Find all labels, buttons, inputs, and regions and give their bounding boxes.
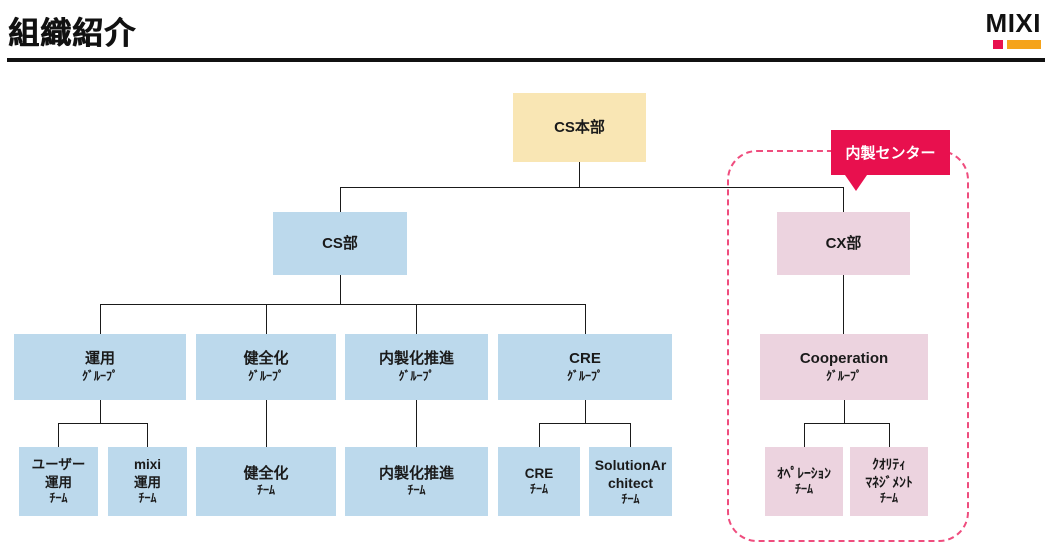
node-title: SolutionArchitect	[594, 456, 667, 491]
node-title-line2: ﾏﾈｼﾞﾒﾝﾄ	[865, 474, 913, 490]
connector	[340, 187, 341, 212]
connector	[147, 423, 148, 447]
brand-square-icon	[993, 40, 1003, 49]
node-subtitle: ﾁｰﾑ	[879, 491, 898, 506]
connector	[585, 304, 586, 334]
node-subtitle: ｸﾞﾙｰﾌﾟ	[247, 368, 284, 383]
node-title: ｵﾍﾟﾚｰｼｮﾝ	[777, 465, 831, 481]
node-subtitle: ﾁｰﾑ	[49, 491, 68, 506]
connector	[804, 423, 890, 424]
connector	[266, 400, 267, 447]
node-subtitle: ｸﾞﾙｰﾌﾟ	[398, 368, 435, 383]
connector	[843, 187, 844, 212]
header-rule	[7, 58, 1045, 62]
node-title-line2: 運用	[45, 474, 72, 490]
org-node-kenzenka-group: 健全化 ｸﾞﾙｰﾌﾟ	[196, 334, 336, 400]
node-title: ユーザー	[31, 457, 86, 473]
brand-logo-underline	[969, 40, 1041, 49]
connector	[579, 162, 580, 188]
node-title-line2: 運用	[134, 474, 161, 490]
connector	[100, 304, 101, 334]
org-node-operation-team: ｵﾍﾟﾚｰｼｮﾝ ﾁｰﾑ	[765, 447, 843, 516]
node-title: CS本部	[554, 118, 605, 136]
node-title: ｸｵﾘﾃｨ	[872, 457, 906, 473]
connector	[100, 400, 101, 424]
node-subtitle: ｸﾞﾙｰﾌﾟ	[566, 368, 603, 383]
org-node-solution-architect-team: SolutionArchitect ﾁｰﾑ	[589, 447, 672, 516]
connector	[340, 187, 844, 188]
node-title: 内製化推進	[378, 464, 454, 482]
connector	[416, 304, 417, 334]
node-subtitle: ﾁｰﾑ	[138, 491, 157, 506]
org-node-user-unyou-team: ユーザー 運用 ﾁｰﾑ	[19, 447, 98, 516]
connector	[539, 423, 540, 447]
node-subtitle: ﾁｰﾑ	[621, 491, 640, 506]
org-node-cre-group: CRE ｸﾞﾙｰﾌﾟ	[498, 334, 672, 400]
connector	[889, 423, 890, 447]
brand-logo: MIXI	[969, 10, 1041, 49]
node-title: Cooperation	[799, 350, 889, 368]
node-title: 運用	[84, 350, 115, 368]
node-title: mixi	[133, 457, 161, 473]
org-node-cooperation-group: Cooperation ｸﾞﾙｰﾌﾟ	[760, 334, 928, 400]
node-subtitle: ｸﾞﾙｰﾌﾟ	[81, 368, 118, 383]
connector	[416, 400, 417, 447]
node-title: 内製化推進	[378, 350, 454, 368]
node-subtitle: ﾁｰﾑ	[794, 482, 813, 497]
org-node-naiseika-team: 内製化推進 ﾁｰﾑ	[345, 447, 488, 516]
org-node-quality-team: ｸｵﾘﾃｨ ﾏﾈｼﾞﾒﾝﾄ ﾁｰﾑ	[850, 447, 928, 516]
brand-bar-icon	[1007, 40, 1041, 49]
org-node-cre-team: CRE ﾁｰﾑ	[498, 447, 580, 516]
node-subtitle: ｸﾞﾙｰﾌﾟ	[825, 368, 862, 383]
node-title: CRE	[524, 465, 554, 481]
org-node-cs-bu: CS部	[273, 212, 407, 275]
node-subtitle: ﾁｰﾑ	[256, 483, 275, 498]
node-subtitle: ﾁｰﾑ	[407, 483, 426, 498]
node-title: CRE	[569, 350, 601, 368]
connector	[843, 275, 844, 334]
org-node-naiseika-group: 内製化推進 ｸﾞﾙｰﾌﾟ	[345, 334, 488, 400]
node-title: 健全化	[243, 350, 289, 368]
node-title: CS部	[322, 234, 358, 252]
connector	[266, 304, 267, 334]
callout-label: 内製センター	[845, 145, 936, 162]
connector	[844, 400, 845, 424]
naisei-center-callout: 内製センター	[831, 130, 950, 191]
connector	[100, 304, 586, 305]
connector	[58, 423, 148, 424]
connector	[340, 275, 341, 305]
connector	[630, 423, 631, 447]
node-title: CX部	[825, 234, 862, 252]
page-title: 組織紹介	[8, 16, 136, 51]
org-node-cs-honbu: CS本部	[513, 93, 646, 162]
connector	[804, 423, 805, 447]
org-node-cx-bu: CX部	[777, 212, 910, 275]
org-node-unyou-group: 運用 ｸﾞﾙｰﾌﾟ	[14, 334, 186, 400]
connector	[58, 423, 59, 447]
node-title: 健全化	[243, 464, 289, 482]
callout-tail-icon	[845, 175, 867, 191]
org-node-mixi-unyou-team: mixi 運用 ﾁｰﾑ	[108, 447, 187, 516]
brand-logo-text: MIXI	[985, 8, 1041, 38]
connector	[539, 423, 631, 424]
org-node-kenzenka-team: 健全化 ﾁｰﾑ	[196, 447, 336, 516]
node-subtitle: ﾁｰﾑ	[529, 482, 548, 497]
connector	[585, 400, 586, 424]
